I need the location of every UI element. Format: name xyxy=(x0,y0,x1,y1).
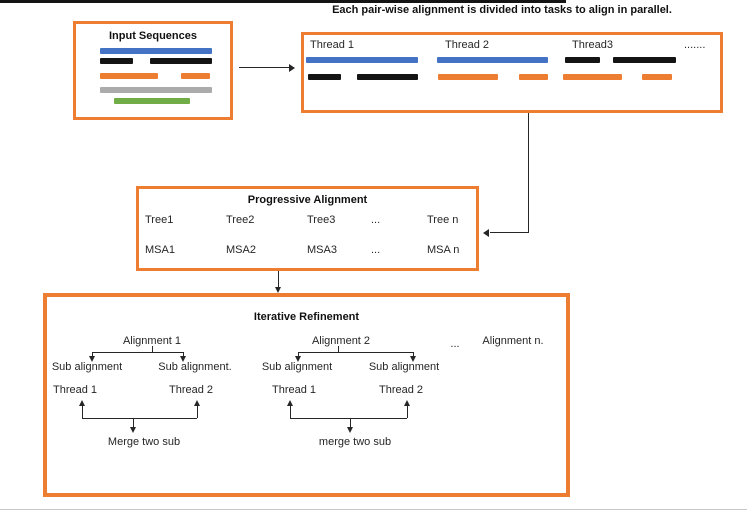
split-bracket xyxy=(298,352,413,354)
parallel-caption: Each pair-wise alignment is divided into… xyxy=(332,4,672,16)
arrowhead-right-icon xyxy=(289,63,295,72)
tree-2-label: Tree2 xyxy=(226,214,255,226)
orange-sequence-bar xyxy=(642,74,672,80)
black-sequence-bar xyxy=(308,74,341,80)
bracket-drop xyxy=(413,352,415,356)
alignment-1-label: Alignment 1 xyxy=(122,335,182,347)
top-border-line xyxy=(0,0,566,3)
merge-two-sub-label: Merge two sub xyxy=(107,436,181,448)
parallel-tasks-box: Thread 1 Thread 2 Thread3 ....... xyxy=(301,32,723,113)
arrowhead-up-icon xyxy=(403,400,410,406)
msa-2-label: MSA2 xyxy=(226,244,256,256)
arrowhead-down-icon xyxy=(274,287,281,293)
merge-bracket xyxy=(82,418,197,420)
groups-ellipsis: ... xyxy=(450,338,460,350)
blue-sequence-bar xyxy=(437,57,548,63)
tree-n-label: Tree n xyxy=(427,214,459,226)
thread-1-label: Thread 1 xyxy=(271,384,317,396)
split-bracket xyxy=(92,352,183,354)
sub-alignment-right-label: Sub alignment. xyxy=(158,361,232,373)
gray-sequence-bar xyxy=(100,87,212,93)
arrow-shaft xyxy=(239,67,289,69)
blue-sequence-bar xyxy=(100,48,212,54)
input-sequences-box: Input Sequences xyxy=(73,21,233,120)
connector-vertical xyxy=(528,113,530,233)
merge-up-line xyxy=(290,405,292,418)
black-sequence-bar xyxy=(150,58,212,64)
arrowhead-down-icon xyxy=(129,427,136,433)
tree-ellipsis: ... xyxy=(371,214,381,226)
orange-sequence-bar xyxy=(100,73,158,79)
progressive-alignment-title: Progressive Alignment xyxy=(247,194,368,206)
orange-sequence-bar xyxy=(438,74,498,80)
bracket-drop xyxy=(92,352,94,356)
black-sequence-bar xyxy=(565,57,600,63)
green-sequence-bar xyxy=(114,98,190,104)
sub-alignment-left-label: Sub alignment xyxy=(261,361,333,373)
thread-2-label: Thread 2 xyxy=(168,384,214,396)
arrowhead-left-icon xyxy=(483,228,489,237)
arrowhead-up-icon xyxy=(286,400,293,406)
connector-vertical xyxy=(278,271,280,288)
iterative-refinement-title: Iterative Refinement xyxy=(253,311,360,323)
orange-sequence-bar xyxy=(519,74,548,80)
input-sequences-title: Input Sequences xyxy=(108,30,198,42)
merge-up-line xyxy=(82,405,84,418)
connector-horizontal xyxy=(490,232,529,234)
thread-3-label: Thread3 xyxy=(572,39,613,51)
thread-2-label: Thread 2 xyxy=(445,39,490,51)
msa-ellipsis: ... xyxy=(371,244,381,256)
merge-down-line xyxy=(133,418,135,427)
msa-3-label: MSA3 xyxy=(307,244,337,256)
arrowhead-down-icon xyxy=(294,356,301,362)
merge-down-line xyxy=(350,418,352,427)
iterative-refinement-box: Iterative Refinement Alignment 1 Sub ali… xyxy=(43,293,570,497)
tree-3-label: Tree3 xyxy=(307,214,336,226)
black-sequence-bar xyxy=(100,58,133,64)
sub-alignment-right-label: Sub alignment xyxy=(368,361,440,373)
black-sequence-bar xyxy=(357,74,418,80)
arrowhead-down-icon xyxy=(179,356,186,362)
arrowhead-down-icon xyxy=(88,356,95,362)
merge-bracket xyxy=(290,418,407,420)
progressive-alignment-box: Progressive Alignment Tree1 Tree2 Tree3 … xyxy=(136,186,479,271)
merge-up-line xyxy=(407,405,409,418)
alignment-n-label: Alignment n. xyxy=(482,335,544,347)
tree-1-label: Tree1 xyxy=(145,214,174,226)
sub-alignment-left-label: Sub alignment xyxy=(51,361,123,373)
thread-1-label: Thread 1 xyxy=(52,384,98,396)
msa-1-label: MSA1 xyxy=(145,244,175,256)
msa-n-label: MSA n xyxy=(427,244,460,256)
merge-up-line xyxy=(197,405,199,418)
bracket-tick xyxy=(338,346,340,352)
bracket-drop xyxy=(298,352,300,356)
merge-two-sub-label: merge two sub xyxy=(318,436,392,448)
alignment-2-label: Alignment 2 xyxy=(311,335,371,347)
thread-1-label: Thread 1 xyxy=(310,39,355,51)
input-sequence-bars xyxy=(76,24,230,117)
bottom-border-line xyxy=(0,509,747,511)
arrowhead-up-icon xyxy=(78,400,85,406)
orange-sequence-bar xyxy=(181,73,210,79)
black-sequence-bar xyxy=(613,57,676,63)
arrowhead-down-icon xyxy=(346,427,353,433)
blue-sequence-bar xyxy=(306,57,418,63)
arrowhead-down-icon xyxy=(409,356,416,362)
bracket-tick xyxy=(152,346,154,352)
more-threads-dots: ....... xyxy=(684,39,706,51)
arrowhead-up-icon xyxy=(193,400,200,406)
parallel-task-bars xyxy=(304,35,720,110)
bracket-drop xyxy=(183,352,185,356)
thread-2-label: Thread 2 xyxy=(378,384,424,396)
orange-sequence-bar xyxy=(563,74,622,80)
